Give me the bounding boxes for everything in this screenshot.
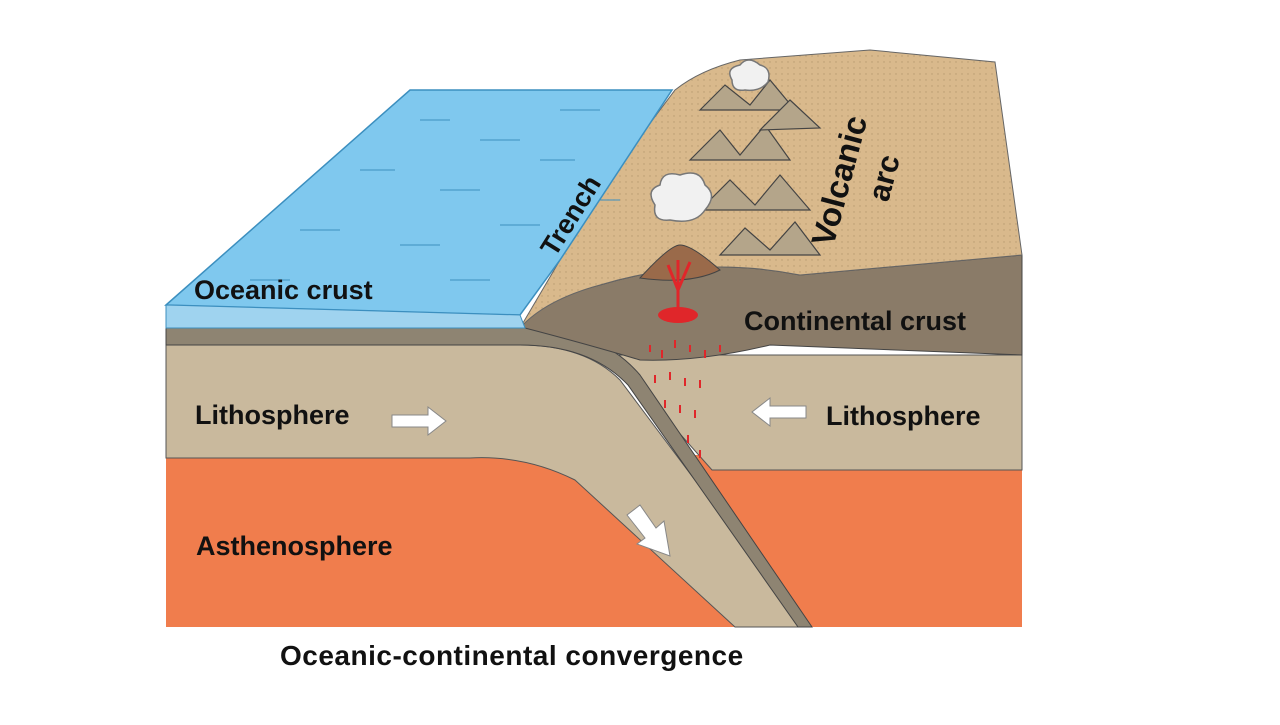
volcanic-arc-mountains	[688, 79, 822, 256]
volcano-cone	[638, 244, 721, 281]
lithosphere-right-label: Lithosphere	[826, 401, 981, 431]
arrow-down-icon	[626, 504, 671, 557]
plate-motion-arrows	[391, 396, 807, 557]
rising-magma	[649, 340, 721, 458]
oceanic-crust-layer	[165, 304, 526, 329]
magma-conduit	[666, 260, 692, 312]
asthenosphere-label: Asthenosphere	[196, 531, 393, 561]
magma-chamber	[658, 307, 698, 323]
arrow-left-icon	[751, 396, 807, 428]
arrow-right-icon	[391, 405, 447, 437]
lithosphere-left-label: Lithosphere	[195, 400, 350, 430]
continental-crust-label: Continental crust	[744, 306, 966, 336]
oceanic-crust-label: Oceanic crust	[194, 275, 373, 305]
eruption-cloud	[650, 59, 770, 222]
ocean-waves	[250, 109, 620, 281]
diagram-caption: Oceanic-continental convergence	[280, 640, 744, 671]
